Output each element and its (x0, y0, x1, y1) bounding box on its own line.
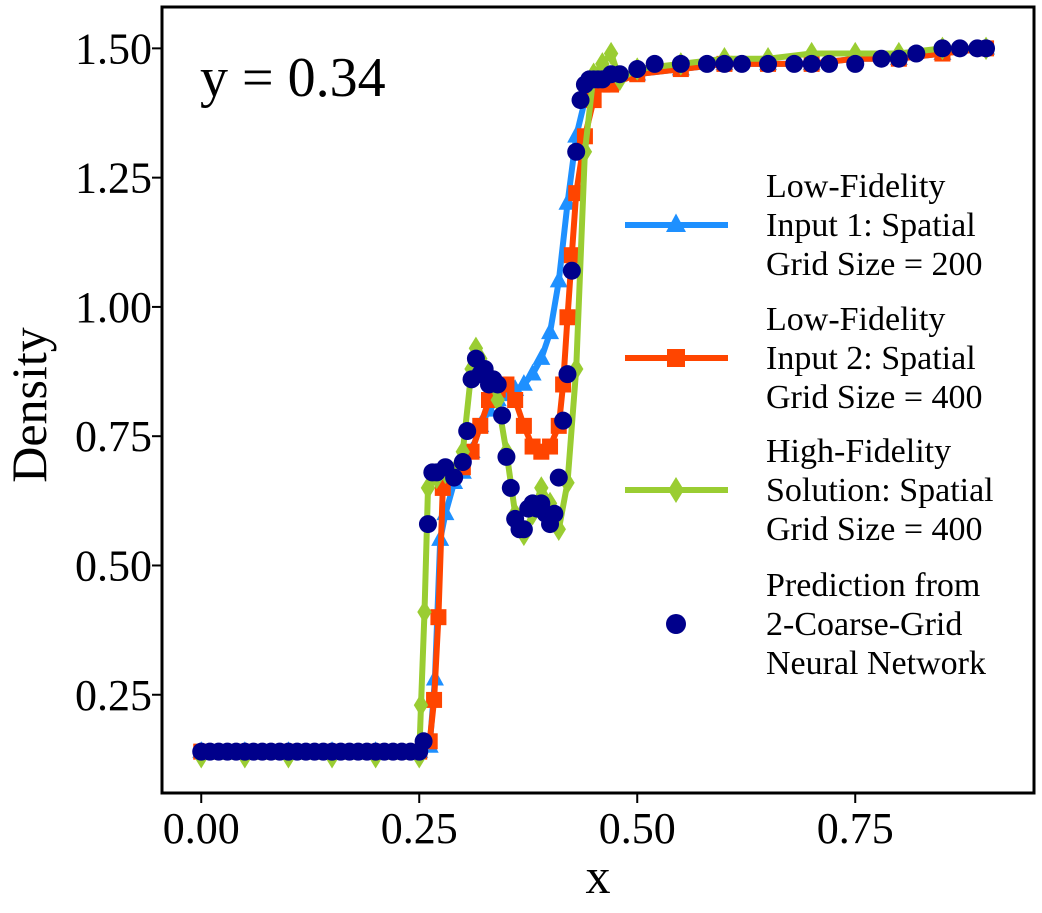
x-tick-label: 0.75 (817, 804, 894, 853)
series-4-point (549, 468, 568, 487)
series-4-point (571, 91, 590, 110)
series-4-point (610, 65, 629, 84)
series-4-point (418, 515, 437, 534)
series-3-point (420, 476, 436, 500)
series-4-point (414, 732, 433, 751)
series-4-point (732, 54, 751, 73)
x-tick-label: 0.00 (163, 804, 240, 853)
x-tick-label: 0.50 (599, 804, 676, 853)
series-2-point (472, 417, 489, 434)
series-2-point (507, 392, 524, 408)
y-tick-label: 0.25 (75, 671, 152, 720)
series-1-point (523, 363, 542, 381)
annotation-label: y = 0.34 (200, 47, 386, 109)
legend-marker (666, 614, 686, 634)
y-tick-label: 1.00 (75, 283, 152, 332)
y-tick-label: 1.50 (75, 24, 152, 73)
series-4-point (950, 39, 969, 58)
x-axis-label: x (586, 848, 611, 904)
legend-label-line: High-Fidelity (766, 433, 951, 470)
series-3-point (417, 600, 432, 624)
legend-label-line: Input 2: Spatial (766, 340, 976, 377)
y-tick-label: 0.75 (75, 412, 152, 461)
legend-marker (668, 477, 684, 503)
series-3-point (413, 693, 429, 717)
legend-label-line: Prediction from (766, 567, 980, 604)
series-4-point (785, 54, 804, 73)
series-2-point (515, 417, 532, 434)
series-4-point (907, 44, 926, 63)
legend-label-line: Low-Fidelity (766, 168, 945, 205)
series-4-point (820, 54, 839, 73)
series-4-point (671, 54, 690, 73)
series-4 (192, 39, 996, 761)
series-4-point (802, 54, 821, 73)
legend-label-line: 2-Coarse-Grid (766, 606, 962, 643)
series-4-point (558, 365, 577, 384)
legend-label-line: Input 1: Spatial (766, 207, 976, 244)
legend-marker (667, 349, 685, 367)
series-1-point (558, 193, 577, 210)
series-3-point (490, 388, 505, 412)
series-4-point (645, 54, 664, 73)
series-4-point (554, 411, 573, 430)
series-4-point (628, 60, 647, 79)
series-layer (192, 36, 996, 769)
series-4-point (846, 54, 865, 73)
series-4-point (759, 54, 778, 73)
series-4-point (445, 468, 464, 487)
series-4-point (562, 261, 581, 280)
series-4-point (872, 49, 891, 68)
series-2-point (563, 247, 580, 264)
series-4-point (933, 39, 952, 58)
legend-label-line: Grid Size = 400 (766, 379, 983, 416)
series-4-point (453, 453, 472, 472)
y-axis-label: Density (1, 327, 57, 483)
series-4-point (567, 142, 586, 161)
series-3-point (534, 476, 549, 500)
series-4-point (514, 520, 533, 539)
series-1-point (549, 270, 568, 288)
series-3-point (569, 357, 584, 381)
series-3-point (603, 41, 619, 66)
y-axis: 0.25 0.50 0.75 1.00 1.25 1.50 (75, 24, 162, 720)
series-2-point (542, 438, 559, 455)
series-2-point (559, 309, 576, 326)
legend-label-line: Neural Network (766, 645, 986, 682)
legend-label-line: Low-Fidelity (766, 301, 945, 338)
legend-label-line: Solution: Spatial (766, 472, 994, 509)
legend-label-line: Grid Size = 400 (766, 511, 983, 548)
series-1-point (514, 374, 533, 391)
series-4-point (698, 54, 716, 73)
legend-marker (666, 213, 686, 232)
series-4-point (501, 478, 520, 497)
series-4-point (977, 39, 996, 58)
x-axis: 0.00 0.25 0.50 0.75 (163, 793, 894, 853)
legend-label-line: Grid Size = 200 (766, 246, 983, 283)
y-tick-label: 0.50 (75, 541, 152, 590)
series-4-point (497, 447, 516, 466)
y-tick-label: 1.25 (75, 154, 152, 203)
series-4-point (545, 504, 564, 523)
series-4-point (488, 375, 507, 394)
series-2-point (430, 609, 447, 626)
x-tick-label: 0.25 (381, 804, 458, 853)
series-1-point (541, 322, 560, 340)
series-2-point (426, 691, 443, 708)
series-4-point (493, 406, 512, 425)
series-1-point (532, 348, 551, 365)
series-4-point (889, 49, 908, 68)
plot-frame (160, 5, 1036, 795)
series-4-point (715, 54, 734, 73)
series-4-point (458, 422, 477, 441)
